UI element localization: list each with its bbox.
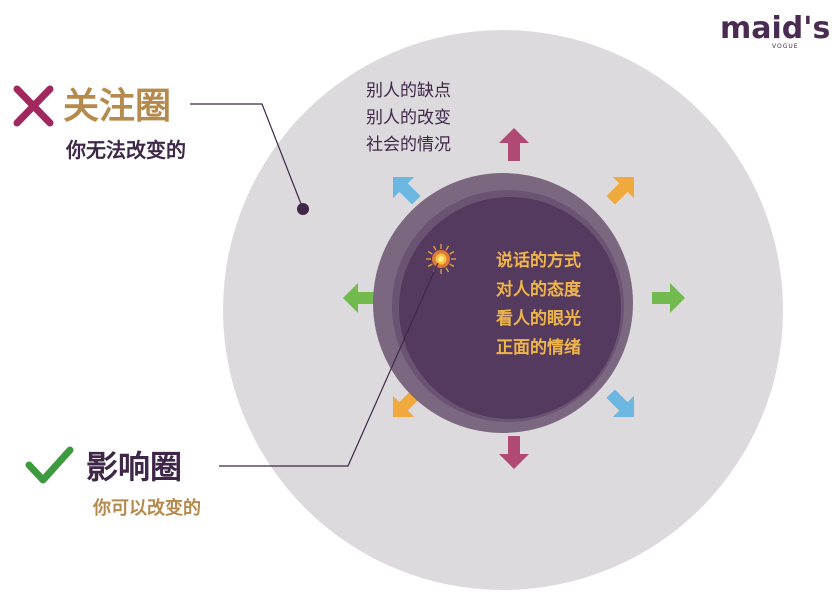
influence-check-icon bbox=[25, 446, 74, 484]
concern-item: 别人的缺点 bbox=[366, 81, 451, 101]
concern-marker-dot bbox=[297, 203, 309, 215]
influence-item: 对人的态度 bbox=[496, 279, 582, 300]
concern-items-list: 别人的缺点 别人的改变 社会的情况 bbox=[366, 81, 451, 155]
influence-connector-line bbox=[219, 262, 439, 467]
arrow-up-icon bbox=[499, 128, 529, 161]
concern-cross-icon bbox=[13, 85, 54, 127]
influence-circle bbox=[399, 197, 621, 419]
logo-text: maid's bbox=[720, 11, 830, 46]
concern-item: 社会的情况 bbox=[366, 135, 451, 155]
influence-circle-title: 影响圈 bbox=[86, 448, 182, 486]
concern-connector-line bbox=[190, 103, 304, 210]
influence-item: 说话的方式 bbox=[496, 250, 581, 271]
arrow-up-left-icon bbox=[392, 176, 421, 205]
arrow-left-icon bbox=[343, 283, 376, 313]
influence-item: 正面的情绪 bbox=[496, 337, 581, 358]
concern-circle-title: 关注圈 bbox=[63, 86, 171, 127]
concern-circle-subtitle: 你无法改变的 bbox=[65, 138, 186, 162]
arrow-down-right-icon bbox=[606, 389, 635, 418]
arrow-up-right-icon bbox=[606, 176, 635, 205]
arrow-down-icon bbox=[499, 436, 529, 469]
brand-logo: maid's VOGUE bbox=[720, 11, 830, 50]
arrow-right-icon bbox=[652, 283, 685, 313]
logo-subtext: VOGUE bbox=[772, 43, 799, 50]
influence-item: 看人的眼光 bbox=[495, 308, 581, 329]
influence-items-list: 说话的方式 对人的态度 看人的眼光 正面的情绪 bbox=[495, 250, 582, 358]
concern-item: 别人的改变 bbox=[366, 108, 451, 128]
influence-circle-subtitle: 你可以改变的 bbox=[92, 497, 201, 519]
sun-icon bbox=[426, 244, 456, 274]
